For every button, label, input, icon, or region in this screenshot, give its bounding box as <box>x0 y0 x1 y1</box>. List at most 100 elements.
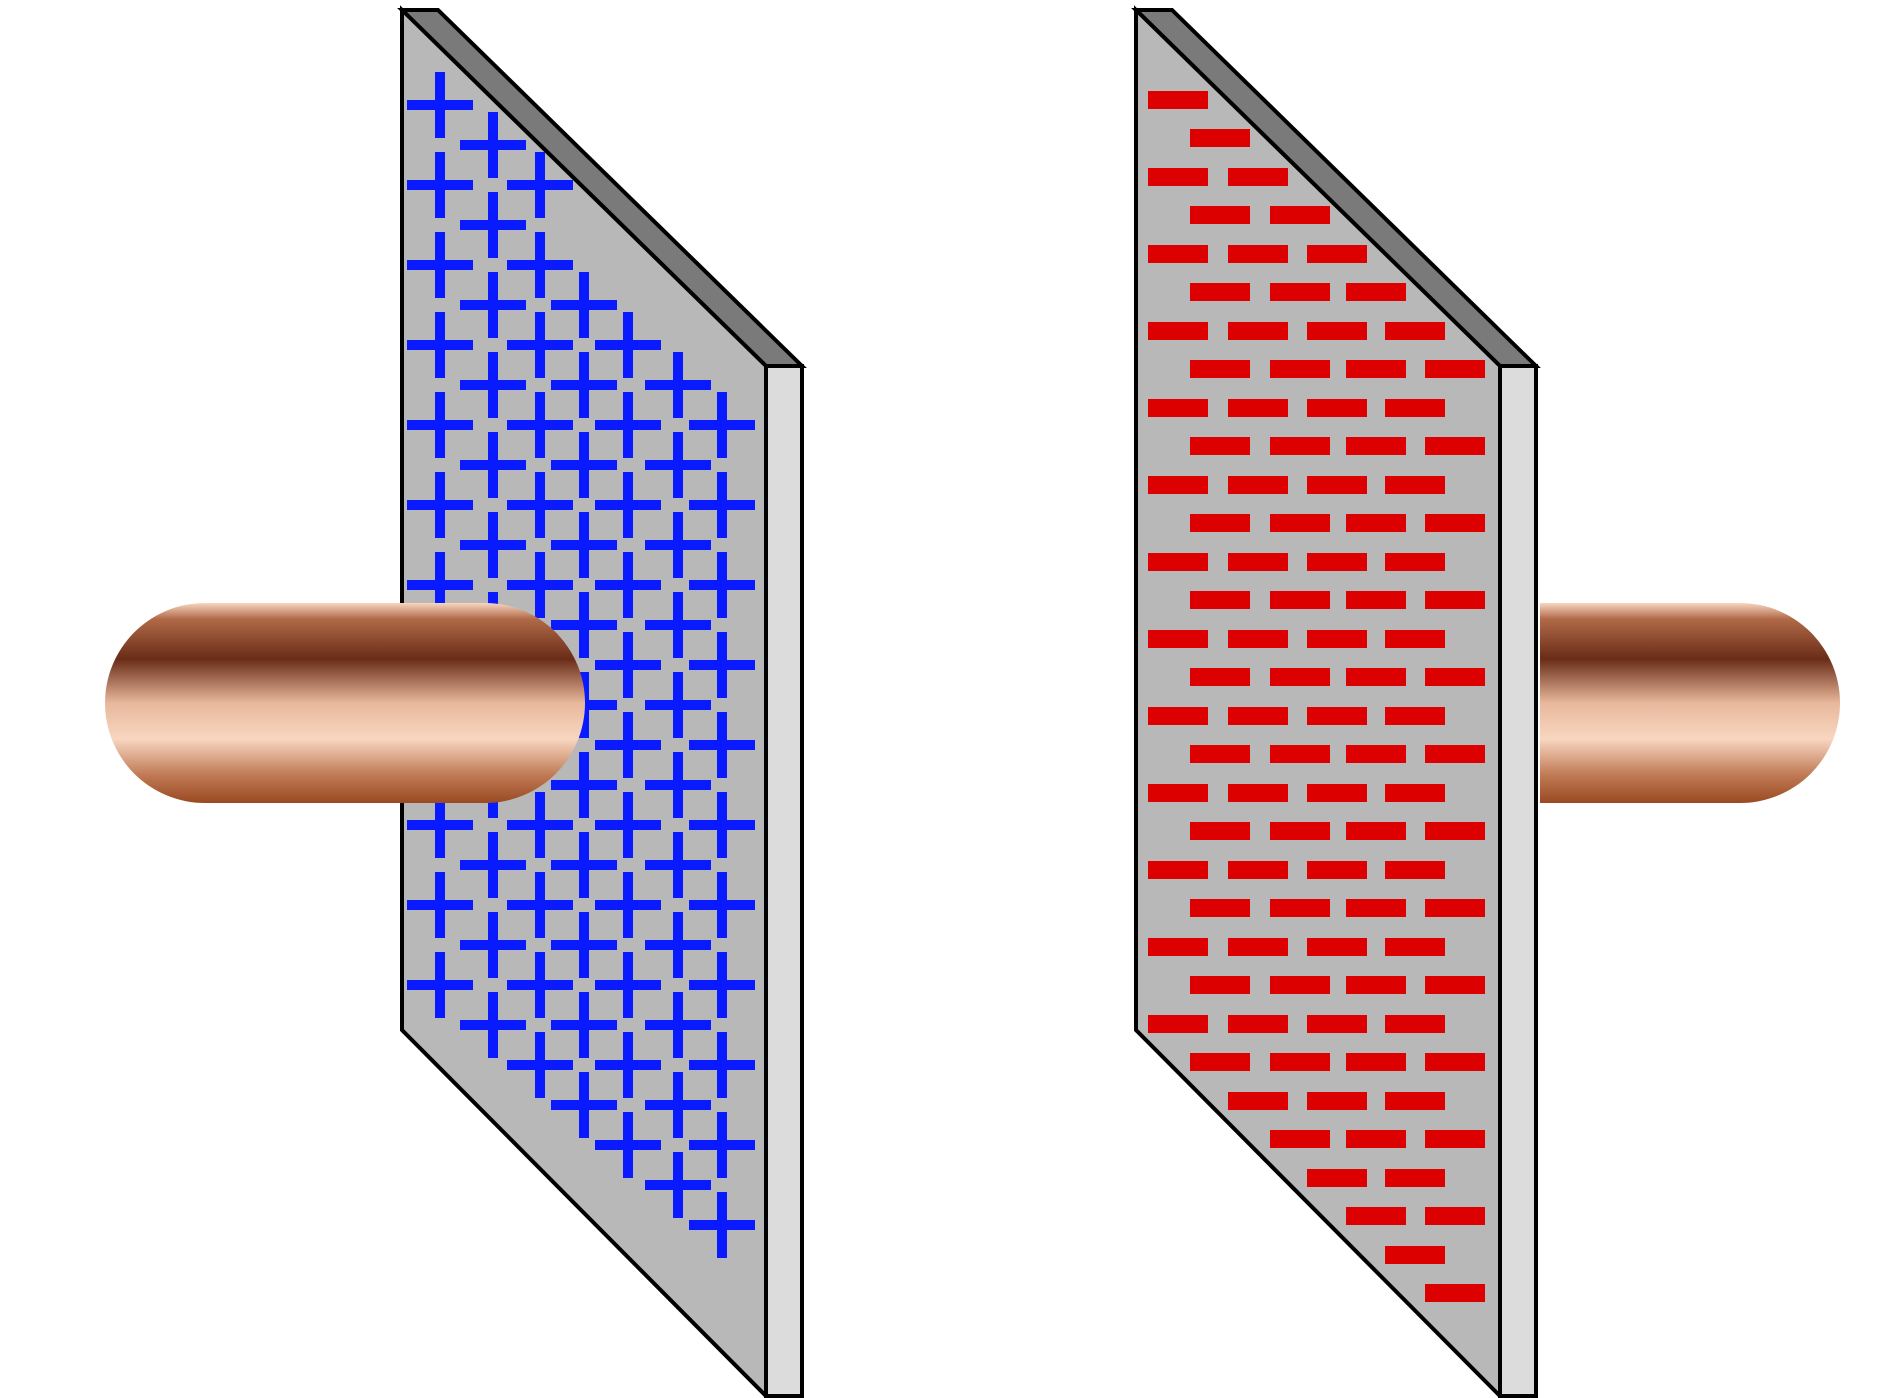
plus-charge <box>645 992 711 1058</box>
minus-charge <box>1148 476 1208 494</box>
minus-charge <box>1270 1130 1330 1148</box>
minus-charge <box>1425 591 1485 609</box>
minus-charge <box>1425 1207 1485 1225</box>
minus-charge <box>1346 591 1406 609</box>
minus-charge <box>1385 707 1445 725</box>
minus-charge <box>1228 476 1288 494</box>
plate-face <box>1134 5 1502 1398</box>
minus-charge <box>1190 668 1250 686</box>
minus-charge <box>1228 861 1288 879</box>
plus-charge <box>595 1032 661 1098</box>
plus-charge <box>507 1032 573 1098</box>
plus-charge <box>595 312 661 378</box>
plus-charge <box>460 432 526 498</box>
minus-charge <box>1425 899 1485 917</box>
minus-charge <box>1346 283 1406 301</box>
minus-charge <box>1148 91 1208 109</box>
plus-charge <box>551 432 617 498</box>
minus-charge <box>1270 437 1330 455</box>
minus-charge <box>1148 168 1208 186</box>
minus-charge <box>1346 360 1406 378</box>
plus-charge <box>645 1072 711 1138</box>
right-wire <box>1540 603 1840 803</box>
plus-charge <box>595 552 661 618</box>
minus-charge <box>1425 514 1485 532</box>
minus-charge <box>1270 976 1330 994</box>
plus-charge <box>689 1112 755 1178</box>
minus-charge <box>1228 1015 1288 1033</box>
plus-charge <box>689 952 755 1018</box>
minus-charge <box>1346 745 1406 763</box>
plus-charge <box>595 712 661 778</box>
minus-charge <box>1148 553 1208 571</box>
minus-charge <box>1228 1092 1288 1110</box>
minus-charge <box>1270 514 1330 532</box>
minus-charge <box>1346 976 1406 994</box>
minus-charge <box>1385 861 1445 879</box>
minus-charge <box>1190 1053 1250 1071</box>
minus-charge <box>1385 399 1445 417</box>
minus-charge <box>1346 514 1406 532</box>
minus-charge <box>1385 630 1445 648</box>
minus-charge <box>1228 630 1288 648</box>
minus-charge <box>1148 630 1208 648</box>
minus-charge <box>1307 322 1367 340</box>
plus-charge <box>645 592 711 658</box>
plus-charge <box>645 832 711 898</box>
minus-charge <box>1307 861 1367 879</box>
minus-charge <box>1346 899 1406 917</box>
minus-charge <box>1148 245 1208 263</box>
plus-charge <box>507 232 573 298</box>
plus-charge <box>407 952 473 1018</box>
minus-charge <box>1190 899 1250 917</box>
plus-charge <box>551 912 617 978</box>
plus-charge <box>689 392 755 458</box>
minus-charge <box>1270 899 1330 917</box>
plus-charge <box>551 992 617 1058</box>
minus-charge <box>1307 553 1367 571</box>
minus-charge <box>1148 399 1208 417</box>
plus-charge <box>407 392 473 458</box>
plus-charge <box>551 592 617 658</box>
plus-charge <box>460 832 526 898</box>
plus-charge <box>689 712 755 778</box>
minus-charge <box>1385 1092 1445 1110</box>
plus-charge <box>507 872 573 938</box>
plate-side-edge <box>1498 364 1538 1398</box>
plus-charge <box>460 112 526 178</box>
plus-charge <box>507 152 573 218</box>
plus-charge <box>407 792 473 858</box>
minus-charge <box>1228 553 1288 571</box>
minus-charge <box>1228 399 1288 417</box>
minus-charge <box>1190 514 1250 532</box>
minus-charge <box>1307 245 1367 263</box>
minus-charge <box>1148 938 1208 956</box>
minus-charge <box>1148 1015 1208 1033</box>
minus-charge <box>1425 1284 1485 1302</box>
minus-charge <box>1148 322 1208 340</box>
plus-charge <box>595 632 661 698</box>
minus-charge <box>1346 437 1406 455</box>
plus-charge <box>689 792 755 858</box>
plus-charge <box>551 512 617 578</box>
minus-charge <box>1270 1053 1330 1071</box>
plus-charge <box>507 472 573 538</box>
plus-charge <box>460 992 526 1058</box>
plus-charge <box>645 512 711 578</box>
plus-charge <box>507 952 573 1018</box>
minus-charge <box>1190 745 1250 763</box>
plus-charge <box>551 1072 617 1138</box>
minus-charge <box>1425 822 1485 840</box>
plus-charge <box>507 792 573 858</box>
plus-charge <box>645 752 711 818</box>
minus-charge <box>1228 938 1288 956</box>
minus-charge <box>1148 861 1208 879</box>
minus-charge <box>1307 399 1367 417</box>
minus-charge <box>1307 784 1367 802</box>
minus-charge <box>1385 1246 1445 1264</box>
plus-charge <box>595 392 661 458</box>
minus-charge <box>1385 553 1445 571</box>
plus-charge <box>460 272 526 338</box>
plus-charge <box>551 272 617 338</box>
plus-charge <box>689 472 755 538</box>
